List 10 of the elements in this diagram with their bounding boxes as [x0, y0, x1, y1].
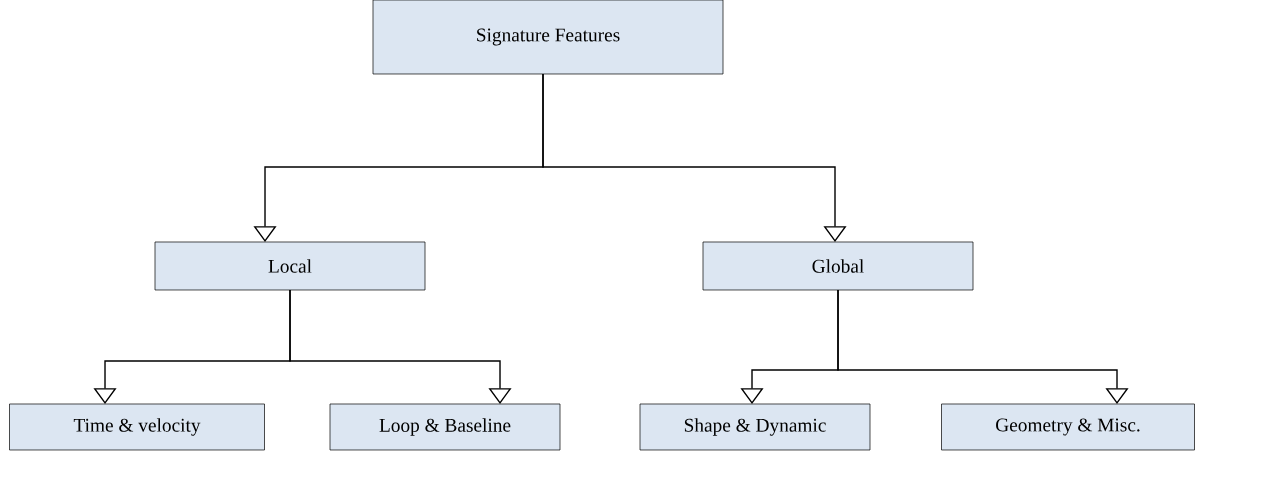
feature-box: Loop & Baseline [329, 403, 561, 451]
arrow [289, 289, 512, 404]
feature-box: Signature Features [372, 0, 724, 75]
feature-box: Time & velocity [9, 403, 265, 451]
arrow [542, 73, 847, 242]
feature-box: Geometry & Misc. [941, 403, 1195, 451]
feature-box: Global [702, 241, 974, 291]
feature-box: Shape & Dynamic [639, 403, 871, 451]
arrow [837, 289, 1129, 404]
feature-box: Local [154, 241, 426, 291]
